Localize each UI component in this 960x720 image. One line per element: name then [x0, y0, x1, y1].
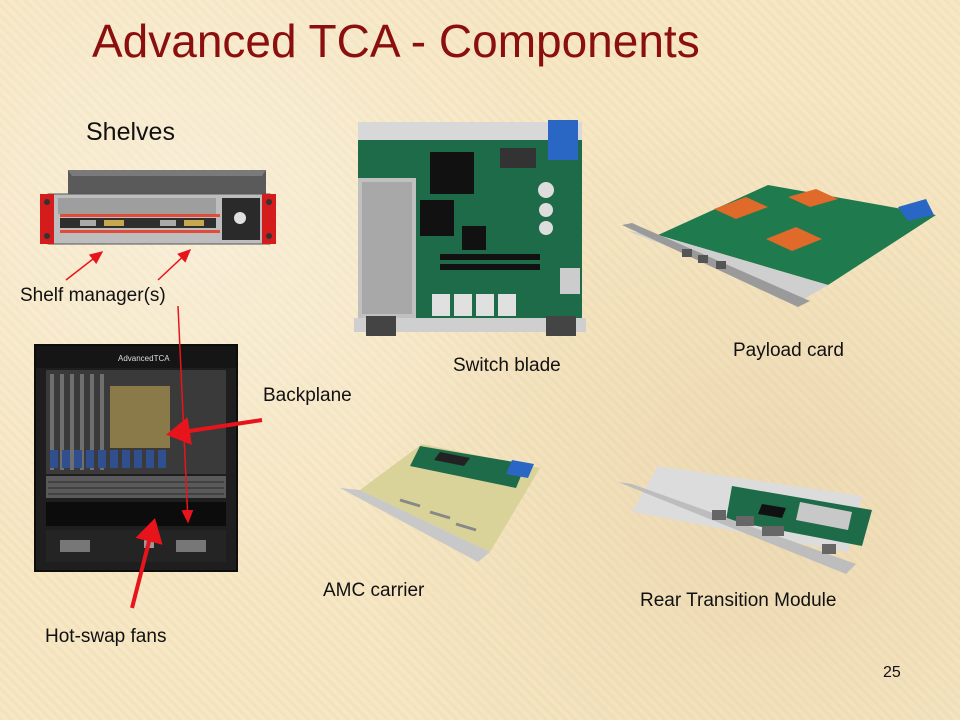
shelf-manager-label: Shelf manager(s): [20, 285, 166, 306]
shelf-1u-image: [40, 168, 276, 246]
page-number: 25: [883, 664, 901, 681]
svg-text:AdvancedTCA: AdvancedTCA: [118, 354, 170, 363]
switch-blade-label: Switch blade: [453, 355, 561, 376]
switch-blade-image: [350, 118, 590, 340]
shelf-manager-arrow-left: [65, 251, 104, 281]
hot-swap-fans-label: Hot-swap fans: [45, 626, 167, 647]
shelf-manager-arrow-right: [157, 248, 192, 281]
amc-carrier-image: [330, 440, 546, 564]
shelves-heading: Shelves: [86, 118, 175, 146]
payload-card-label: Payload card: [733, 340, 844, 361]
slide-title: Advanced TCA - Components: [92, 15, 700, 67]
amc-carrier-label: AMC carrier: [323, 580, 425, 601]
atca-chassis-image: AdvancedTCA: [34, 344, 238, 572]
rear-transition-module-image: [612, 456, 894, 580]
backplane-label: Backplane: [263, 385, 352, 406]
rear-transition-module-label: Rear Transition Module: [640, 590, 837, 611]
payload-card-image: [618, 175, 936, 327]
